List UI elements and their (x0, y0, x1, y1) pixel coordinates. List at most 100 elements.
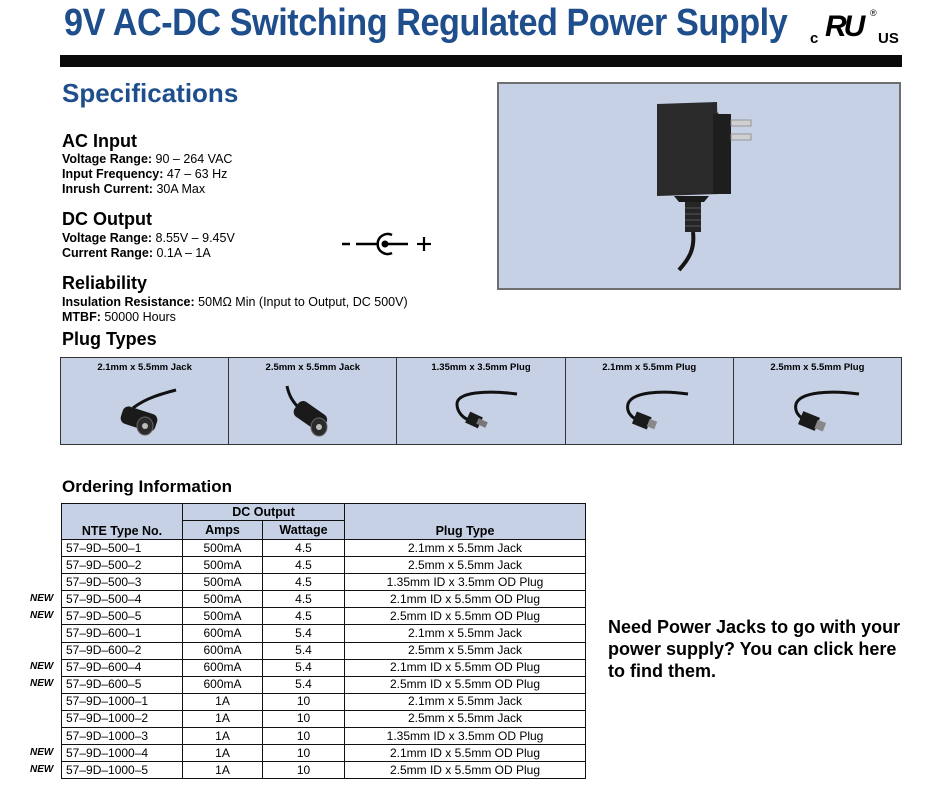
ordering-cell-amps: 500mA (182, 590, 263, 609)
spec-row: Voltage Range: 90 – 264 VAC (62, 152, 233, 166)
ordering-cell-type: 57–9D–500–3 (61, 573, 183, 592)
column-header-wattage: Wattage (262, 520, 345, 540)
ordering-cell-plug: 2.1mm ID x 5.5mm OD Plug (344, 658, 586, 677)
new-badge: NEW (30, 763, 54, 775)
spec-row: Insulation Resistance: 50MΩ Min (Input t… (62, 295, 408, 309)
ordering-cell-plug: 2.5mm ID x 5.5mm OD Plug (344, 675, 586, 694)
ordering-cell-amps: 500mA (182, 538, 263, 558)
ordering-cell-wattage: 10 (262, 692, 345, 711)
plug-type-cell: 2.1mm x 5.5mm Plug (566, 358, 734, 444)
ordering-cell-plug: 2.1mm x 5.5mm Jack (344, 624, 586, 643)
ordering-cell-wattage: 5.4 (262, 658, 345, 677)
ul-certification-logo: c RU US ® (810, 8, 899, 47)
ordering-cell-amps: 600mA (182, 641, 263, 660)
ordering-cell-plug: 2.5mm ID x 5.5mm OD Plug (344, 761, 586, 780)
ordering-cell-wattage: 5.4 (262, 641, 345, 660)
ordering-cell-wattage: 10 (262, 727, 345, 746)
ordering-cell-plug: 2.1mm ID x 5.5mm OD Plug (344, 590, 586, 609)
page-title: 9V AC-DC Switching Regulated Power Suppl… (64, 2, 788, 44)
dc-output-specs: Voltage Range: 8.55V – 9.45V Current Ran… (62, 231, 235, 261)
spec-row: MTBF: 50000 Hours (62, 310, 176, 324)
plug-type-cell: 2.5mm x 5.5mm Plug (734, 358, 901, 444)
ordering-cell-type: 57–9D–500–5 (61, 607, 183, 626)
reliability-heading: Reliability (62, 273, 148, 293)
ordering-cell-amps: 1A (182, 744, 263, 763)
dc-output-heading: DC Output (62, 209, 152, 229)
new-badge: NEW (30, 609, 54, 621)
spec-row: Voltage Range: 8.55V – 9.45V (62, 231, 235, 245)
ac-input-specs: Voltage Range: 90 – 264 VAC Input Freque… (62, 152, 232, 197)
new-badge: NEW (30, 592, 54, 604)
ordering-cell-wattage: 4.5 (262, 573, 345, 592)
plug-type-cell: 1.35mm x 3.5mm Plug (397, 358, 566, 444)
ordering-cell-amps: 600mA (182, 675, 263, 694)
ordering-cell-plug: 2.1mm x 5.5mm Jack (344, 692, 586, 711)
ordering-cell-amps: 1A (182, 727, 263, 746)
header-divider (60, 55, 902, 67)
ordering-cell-amps: 500mA (182, 573, 263, 592)
plug-types-heading: Plug Types (62, 329, 157, 349)
ordering-cell-plug: 2.5mm x 5.5mm Jack (344, 556, 586, 575)
jack-icon (285, 385, 328, 437)
column-header-dc-output: DC Output (182, 503, 345, 521)
ordering-cell-wattage: 4.5 (262, 538, 345, 558)
ordering-cell-amps: 1A (182, 709, 263, 729)
power-jacks-link[interactable]: Need Power Jacks to go with your power s… (608, 617, 901, 681)
ordering-table: NTE Type No. DC Output Plug Type Amps Wa… (61, 503, 586, 780)
ordering-cell-amps: 1A (182, 692, 263, 711)
plug-type-cell: 2.1mm x 5.5mm Jack (61, 358, 230, 444)
plug-icon (793, 390, 860, 432)
ordering-cell-type: 57–9D–500–2 (61, 556, 183, 575)
ordering-cell-type: 57–9D–500–1 (61, 538, 183, 558)
ordering-cell-type: 57–9D–600–2 (61, 641, 183, 660)
ordering-cell-type: 57–9D–500–4 (61, 590, 183, 609)
ordering-cell-amps: 1A (182, 761, 263, 780)
ordering-cell-wattage: 10 (262, 709, 345, 729)
spec-row: Input Frequency: 47 – 63 Hz (62, 167, 228, 181)
ordering-cell-wattage: 5.4 (262, 675, 345, 694)
ordering-cell-type: 57–9D–600–4 (61, 658, 183, 677)
ordering-cell-plug: 2.5mm x 5.5mm Jack (344, 709, 586, 729)
ordering-cell-wattage: 5.4 (262, 624, 345, 643)
column-header-amps: Amps (182, 520, 263, 540)
new-badge: NEW (30, 746, 54, 758)
plug-types-strip: 2.1mm x 5.5mm Jack 2.5mm x 5.5mm Jack 1.… (60, 357, 902, 445)
reliability-specs: Insulation Resistance: 50MΩ Min (Input t… (62, 295, 408, 325)
ordering-cell-plug: 2.5mm x 5.5mm Jack (344, 641, 586, 660)
ordering-cell-plug: 1.35mm ID x 3.5mm OD Plug (344, 573, 586, 592)
center-negative-polarity-icon (340, 228, 440, 265)
ordering-cell-amps: 500mA (182, 556, 263, 575)
product-photo (497, 82, 901, 290)
ordering-cell-wattage: 4.5 (262, 607, 345, 626)
ordering-heading: Ordering Information (62, 477, 232, 496)
ordering-cell-wattage: 10 (262, 761, 345, 780)
ordering-cell-plug: 2.1mm ID x 5.5mm OD Plug (344, 744, 586, 763)
ac-input-heading: AC Input (62, 131, 137, 151)
column-header-plug: Plug Type (344, 503, 586, 540)
specifications-heading: Specifications (62, 78, 239, 108)
plug-icon (455, 390, 518, 429)
ordering-cell-type: 57–9D–1000–1 (61, 692, 183, 711)
ordering-cell-wattage: 4.5 (262, 590, 345, 609)
ordering-cell-amps: 600mA (182, 658, 263, 677)
spec-row: Inrush Current: 30A Max (62, 182, 206, 196)
new-badge: NEW (30, 678, 54, 690)
column-header-type: NTE Type No. (61, 503, 183, 540)
plug-type-cell: 2.5mm x 5.5mm Jack (229, 358, 398, 444)
ordering-cell-plug: 2.5mm ID x 5.5mm OD Plug (344, 607, 586, 626)
jack-icon (120, 388, 177, 436)
ordering-cell-wattage: 4.5 (262, 556, 345, 575)
